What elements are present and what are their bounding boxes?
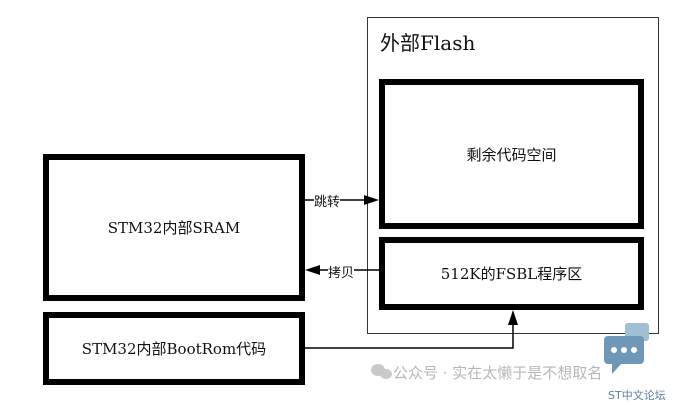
sram-box: STM32内部SRAM <box>43 154 305 301</box>
bootrom-label: STM32内部BootRom代码 <box>81 340 267 358</box>
fsbl-area-label: 512K的FSBL程序区 <box>440 265 583 283</box>
forum-logo-icon <box>604 323 649 374</box>
jump-arrow-head <box>364 195 379 205</box>
fsbl-area-box: 512K的FSBL程序区 <box>379 237 644 310</box>
wechat-bubble-icon <box>371 364 392 379</box>
remaining-code-space-label: 剩余代码空间 <box>466 145 557 164</box>
external-flash-title: 外部Flash <box>380 31 476 55</box>
copy-arrow-head <box>305 265 320 275</box>
bootrom-to-fsbl-line <box>305 322 514 349</box>
sram-label: STM32内部SRAM <box>107 219 241 237</box>
watermark-brand: ST中文论坛 <box>608 389 666 402</box>
copy-label: 拷贝 <box>328 262 355 281</box>
bootrom-box: STM32内部BootRom代码 <box>43 312 305 385</box>
remaining-code-space-box: 剩余代码空间 <box>379 79 644 229</box>
jump-label: 跳转 <box>314 191 341 210</box>
bootrom-to-fsbl-arrow-head <box>508 310 518 325</box>
watermark-text: 公众号 · 实在太懒于是不想取名 <box>393 364 603 382</box>
